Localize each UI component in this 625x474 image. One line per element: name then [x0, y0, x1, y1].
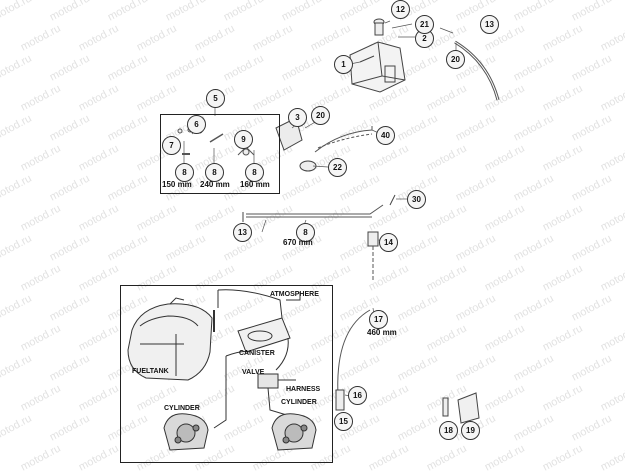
hose-40 — [314, 126, 373, 153]
label-canister: CANISTER — [239, 350, 275, 357]
hose-13-top-inner — [454, 41, 499, 101]
hose-670 — [246, 204, 384, 215]
fitting-12 — [373, 18, 385, 36]
callout-12[interactable]: 12 — [391, 0, 410, 19]
fitting-14 — [367, 231, 379, 247]
label-valve: VALVE — [242, 369, 265, 376]
hose-40b — [317, 133, 373, 149]
measure-240: 240 mm — [200, 180, 230, 189]
callout-13a[interactable]: 13 — [480, 15, 499, 34]
callout-7[interactable]: 7 — [162, 136, 181, 155]
measure-150: 150 mm — [162, 180, 192, 189]
fitting-16 — [335, 389, 345, 411]
callout-8b[interactable]: 8 — [205, 163, 224, 182]
label-harness: HARNESS — [286, 386, 321, 393]
schematic-box — [120, 285, 333, 463]
label-atmosphere: ATMOSPHERE — [270, 291, 319, 298]
part-19 — [457, 392, 480, 424]
part-18 — [442, 397, 449, 417]
callout-20b[interactable]: 20 — [446, 50, 465, 69]
label-cylinder-left: CYLINDER — [164, 405, 200, 412]
callout-5[interactable]: 5 — [206, 89, 225, 108]
callout-17[interactable]: 17 — [369, 310, 388, 329]
callout-18[interactable]: 18 — [439, 421, 458, 440]
callout-19[interactable]: 19 — [461, 421, 480, 440]
callout-8a[interactable]: 8 — [175, 163, 194, 182]
canister-part — [349, 41, 406, 93]
measure-670: 670 mm — [283, 238, 313, 247]
callout-16[interactable]: 16 — [348, 386, 367, 405]
callout-6[interactable]: 6 — [187, 115, 206, 134]
label-fueltank: FUELTANK — [132, 368, 169, 375]
schematic-drawing — [127, 289, 317, 451]
hose-460 — [337, 309, 371, 396]
callout-9[interactable]: 9 — [234, 130, 253, 149]
callout-8d[interactable]: 8 — [296, 223, 315, 242]
callout-40[interactable]: 40 — [376, 126, 395, 145]
callout-13b[interactable]: 13 — [233, 223, 252, 242]
callout-22[interactable]: 22 — [328, 158, 347, 177]
hose-13-top — [454, 40, 500, 101]
callout-15[interactable]: 15 — [334, 412, 353, 431]
callout-3[interactable]: 3 — [288, 108, 307, 127]
callout-1[interactable]: 1 — [334, 55, 353, 74]
measure-160: 160 mm — [240, 180, 270, 189]
measure-460: 460 mm — [367, 328, 397, 337]
callout-20a[interactable]: 20 — [311, 106, 330, 125]
callout-30[interactable]: 30 — [407, 190, 426, 209]
hose-kit-box — [160, 114, 280, 194]
callout-21[interactable]: 21 — [415, 15, 434, 34]
callout-14[interactable]: 14 — [379, 233, 398, 252]
label-cylinder-right: CYLINDER — [281, 399, 317, 406]
callout-8c[interactable]: 8 — [245, 163, 264, 182]
hose-30 — [389, 194, 396, 206]
